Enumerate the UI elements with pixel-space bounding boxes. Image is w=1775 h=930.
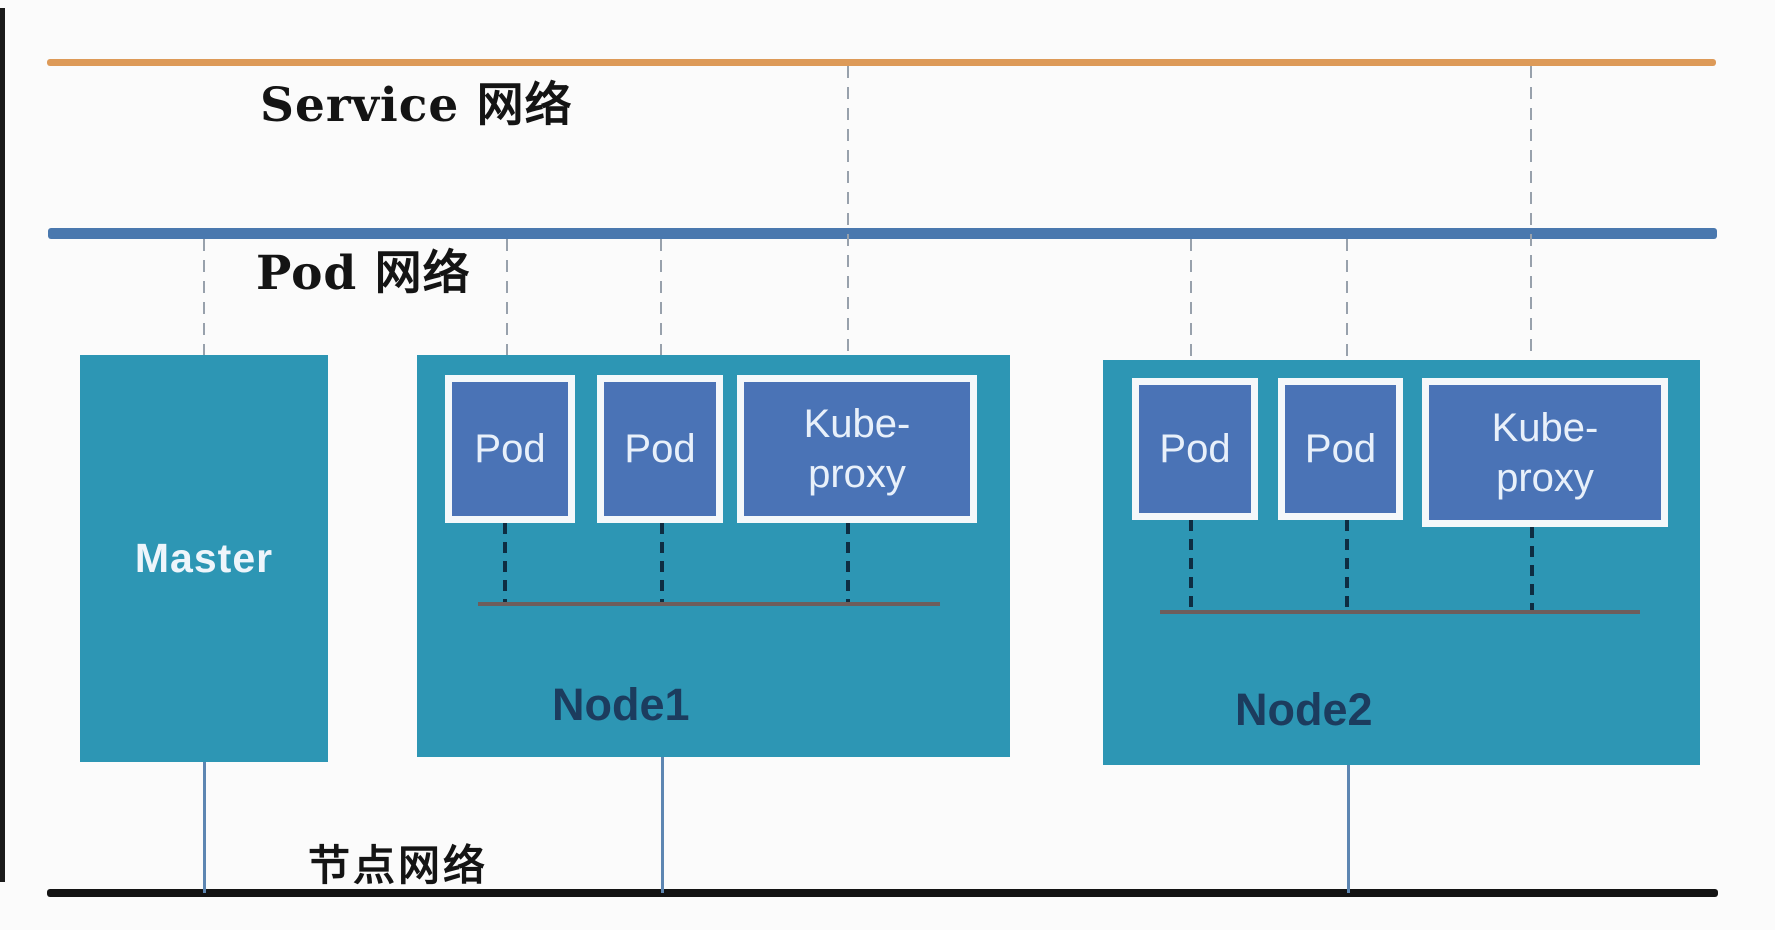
node2-kubeproxy-box: Kube-proxy bbox=[1422, 378, 1668, 527]
node-network-label: 节点网络 bbox=[308, 841, 489, 890]
node2-label: Node2 bbox=[1235, 684, 1373, 735]
master-label: Master bbox=[134, 535, 274, 581]
dashed-connector-node1-pod1-bus bbox=[503, 523, 507, 605]
node2-pod2-box: Pod bbox=[1278, 378, 1403, 520]
dashed-connector-serviceline-node1-kubeproxy bbox=[847, 66, 849, 375]
node-network-line bbox=[47, 889, 1718, 897]
node1-kubeproxy-line1: Kube- bbox=[803, 402, 911, 446]
node1-kubeproxy-line2: proxy bbox=[808, 452, 906, 496]
dashed-connector-podline-node2-pod1 bbox=[1190, 239, 1192, 378]
node1-pod2-box: Pod bbox=[597, 375, 723, 523]
dashed-connector-node1-pod2-bus bbox=[660, 523, 664, 605]
left-edge-strip bbox=[0, 8, 5, 882]
node2-box: Pod Pod Kube-proxy Node2 bbox=[1103, 360, 1700, 765]
dashed-connector-podline-master bbox=[203, 239, 205, 355]
dashed-connector-podline-node1-pod1 bbox=[506, 239, 508, 375]
node1-kubeproxy-label: Kube-proxy bbox=[804, 399, 911, 499]
dashed-connector-node2-pod1-bus bbox=[1189, 520, 1193, 612]
dashed-connector-serviceline-node2-kubeproxy bbox=[1530, 66, 1532, 378]
pod-network-label: Pod 网络 bbox=[256, 246, 471, 301]
dashed-connector-podline-node2-pod2 bbox=[1346, 239, 1348, 378]
node2-kubeproxy-label: Kube-proxy bbox=[1492, 403, 1599, 503]
pod-network-line bbox=[48, 228, 1717, 239]
dashed-connector-podline-node1-pod2 bbox=[660, 239, 662, 375]
master-label-wrap: Master bbox=[80, 355, 328, 762]
node1-pod1-label: Pod bbox=[474, 427, 546, 471]
node1-label: Node1 bbox=[552, 679, 690, 730]
node2-pod2-label: Pod bbox=[1304, 427, 1377, 471]
node2-kubeproxy-line1: Kube- bbox=[1491, 405, 1599, 450]
node1-kubeproxy-box: Kube-proxy bbox=[737, 375, 977, 523]
master-box: Master bbox=[80, 355, 328, 762]
service-network-line bbox=[47, 59, 1716, 66]
dashed-connector-node1-kubeproxy-bus bbox=[846, 523, 850, 605]
node2-bus-line bbox=[1160, 610, 1640, 614]
node2-kubeproxy-line2: proxy bbox=[1496, 455, 1594, 500]
connector-master-nodeline bbox=[203, 762, 206, 893]
dashed-connector-node2-pod2-bus bbox=[1345, 520, 1349, 612]
node1-bus-line bbox=[478, 602, 940, 606]
node1-box: Pod Pod Kube-proxy Node1 bbox=[417, 355, 1010, 757]
service-network-label: Service 网络 bbox=[260, 78, 573, 133]
node2-pod1-box: Pod bbox=[1132, 378, 1258, 520]
connector-node1-nodeline bbox=[661, 757, 664, 893]
node1-pod1-box: Pod bbox=[445, 375, 575, 523]
node2-pod1-label: Pod bbox=[1159, 427, 1231, 471]
node1-pod2-label: Pod bbox=[624, 427, 696, 471]
dashed-connector-node2-kubeproxy-bus bbox=[1530, 527, 1534, 612]
connector-node2-nodeline bbox=[1347, 765, 1350, 893]
